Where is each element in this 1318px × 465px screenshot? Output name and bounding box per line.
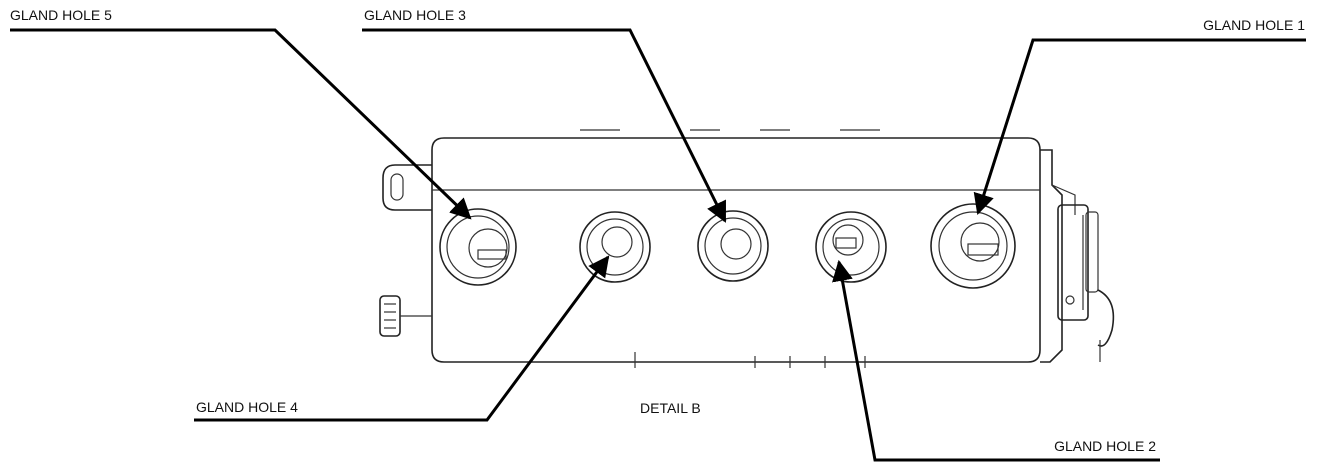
leader-gland-hole-1 (973, 38, 1306, 216)
label-detail-b: DETAIL B (640, 400, 701, 416)
label-gland-hole-1: GLAND HOLE 1 (1203, 17, 1305, 33)
label-gland-hole-3: GLAND HOLE 3 (364, 7, 466, 23)
leader-gland-hole-4 (194, 255, 610, 422)
leader-gland-hole-2 (832, 259, 1160, 462)
hinge-bracket (1040, 149, 1115, 363)
enclosure-body (431, 129, 1041, 368)
label-gland-hole-2: GLAND HOLE 2 (1054, 438, 1156, 454)
cable-gland-5 (439, 208, 517, 286)
cable-gland-1 (930, 203, 1016, 289)
side-screw (379, 295, 432, 337)
leader-gland-hole-3 (362, 28, 727, 223)
label-gland-hole-4: GLAND HOLE 4 (196, 399, 298, 415)
cable-gland-2 (815, 211, 887, 283)
mounting-tab (382, 164, 432, 211)
cable-gland-4 (579, 211, 651, 283)
cable-gland-3 (697, 210, 769, 282)
leader-gland-hole-5 (10, 28, 472, 220)
label-gland-hole-5: GLAND HOLE 5 (10, 7, 112, 23)
